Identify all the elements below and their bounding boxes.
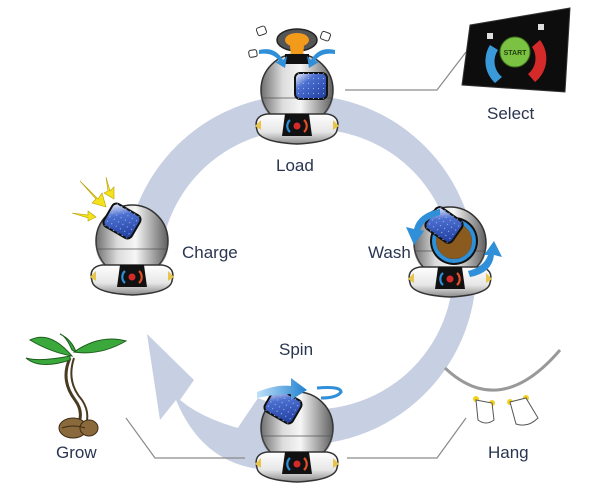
start-text: START <box>504 50 528 57</box>
step-label-load: Load <box>276 156 314 175</box>
charge-step-illustration <box>71 176 176 297</box>
rotate-arrow-left-icon <box>406 209 440 245</box>
leaf-icon <box>25 355 71 365</box>
garment-icons <box>248 25 332 58</box>
rotate-arrow-right-icon <box>468 241 502 277</box>
hot-selector <box>528 40 547 82</box>
step-label-grow: Grow <box>56 443 97 462</box>
wash-step-illustration <box>406 204 502 299</box>
grow-plant-illustration <box>25 333 128 439</box>
load-arrow-left-icon <box>259 49 287 68</box>
start-button <box>499 36 531 68</box>
leaf-icon <box>59 333 77 353</box>
cycle-return-arrow <box>147 334 275 470</box>
select-control-panel-illustration: START <box>461 7 571 93</box>
connector-load-select <box>345 51 467 91</box>
connector-lines <box>125 51 467 459</box>
connector-spin-hang <box>347 417 467 459</box>
leaf-icon <box>72 338 128 354</box>
connector-spin-grow <box>125 417 245 459</box>
step-label-wash: Wash <box>368 243 411 262</box>
plant-stem <box>64 357 82 426</box>
garment-icon <box>509 397 539 426</box>
garment-icon <box>475 399 495 424</box>
load-step-illustration <box>248 25 341 146</box>
step-label-charge: Charge <box>182 243 238 262</box>
cold-selector <box>485 45 502 83</box>
spin-step-illustration <box>253 378 343 484</box>
leaf-icon <box>28 336 74 357</box>
hang-clothesline-illustration <box>443 349 562 426</box>
step-label-select: Select <box>487 104 535 123</box>
solar-panel-icon <box>294 72 328 100</box>
spin-arrow-icon <box>257 378 307 400</box>
step-label-spin: Spin <box>279 340 314 359</box>
funnel-icon <box>276 28 318 64</box>
load-arrow-right-icon <box>307 49 335 68</box>
sun-rays-icon <box>71 176 115 222</box>
seed-icon <box>79 419 99 437</box>
clothesline <box>443 349 562 392</box>
step-label-hang: Hang <box>488 443 529 462</box>
